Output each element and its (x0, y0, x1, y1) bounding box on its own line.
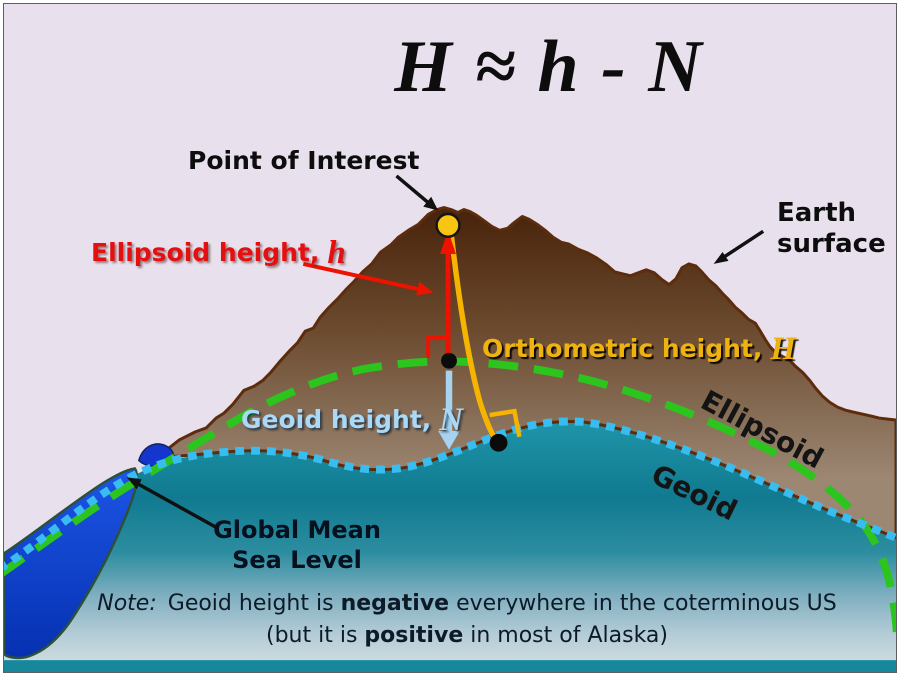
earth-surface-arrowhead (713, 252, 729, 264)
ellipsoid-height-text: Ellipsoid height, (91, 238, 320, 267)
gmsl-arrowhead (126, 477, 142, 490)
note-prefix: Note: (97, 591, 157, 616)
gmsl-arrow (135, 481, 216, 529)
earth-surface-label: Earth surface (777, 198, 886, 260)
note-line2-bold: positive (364, 623, 464, 648)
note-line1-a: Geoid height is (167, 591, 341, 616)
geoid-height-arrowhead (438, 430, 460, 450)
geoid-line (4, 417, 896, 571)
earth-surface-line1: Earth (777, 198, 857, 228)
ellipsoid-right-angle-mark (426, 336, 449, 358)
ellipsoid-height-label: Ellipsoid height,h (91, 237, 346, 270)
sea-region (4, 421, 896, 672)
ellipsoid-height-arrowhead (440, 230, 456, 255)
geoid-point-dot (489, 433, 508, 452)
poi-arrow (395, 174, 430, 204)
note-line1-bold: negative (340, 591, 450, 616)
geoid-height-label: Geoid height,N (241, 404, 463, 437)
note-line2-b: in most of Alaska) (463, 623, 668, 648)
poi-arrowhead (423, 196, 439, 211)
point-of-interest-dot (435, 212, 461, 238)
orthometric-right-angle-mark (489, 408, 522, 438)
note-line1: Note: Geoid height is negative everywhere… (97, 593, 836, 615)
ellipsoid-point-dot (441, 352, 457, 369)
point-of-interest-label: Point of Interest (188, 146, 420, 175)
note-line2-a: (but it is (266, 623, 365, 648)
note-line2: (but it is positive in most of Alaska) (266, 625, 668, 647)
geoid-height-text: Geoid height, (241, 405, 432, 434)
deep-ocean-wedge (4, 467, 139, 660)
sea-bottom-band (4, 660, 896, 672)
scene-illustration (4, 4, 896, 672)
orthometric-height-label: Orthometric height,H (482, 333, 796, 366)
ellipsoid-line (4, 357, 896, 642)
earth-surface-arrow (721, 229, 765, 260)
ellipsoid-height-symbol: h (327, 235, 346, 271)
geoid-height-symbol: N (439, 402, 464, 438)
ellipsoid-label-arrowhead (416, 281, 434, 296)
geodesy-diagram-scene: H ≈ h - N Point of Interest Earth surfac… (3, 3, 897, 673)
ellipsoid-label-arrow (302, 261, 421, 292)
global-mean-sea-level-label: Global Mean Sea Level (213, 515, 381, 575)
orthometric-height-line (448, 231, 497, 440)
gmsl-line1: Global Mean (213, 516, 381, 544)
formula-title: H ≈ h - N (394, 26, 704, 108)
orthometric-height-symbol: H (770, 331, 797, 367)
note-line1-b: everywhere in the coterminous US (449, 591, 837, 616)
orthometric-height-text: Orthometric height, (482, 334, 763, 363)
gmsl-line2: Sea Level (232, 546, 362, 575)
earth-surface-line2: surface (777, 229, 886, 260)
